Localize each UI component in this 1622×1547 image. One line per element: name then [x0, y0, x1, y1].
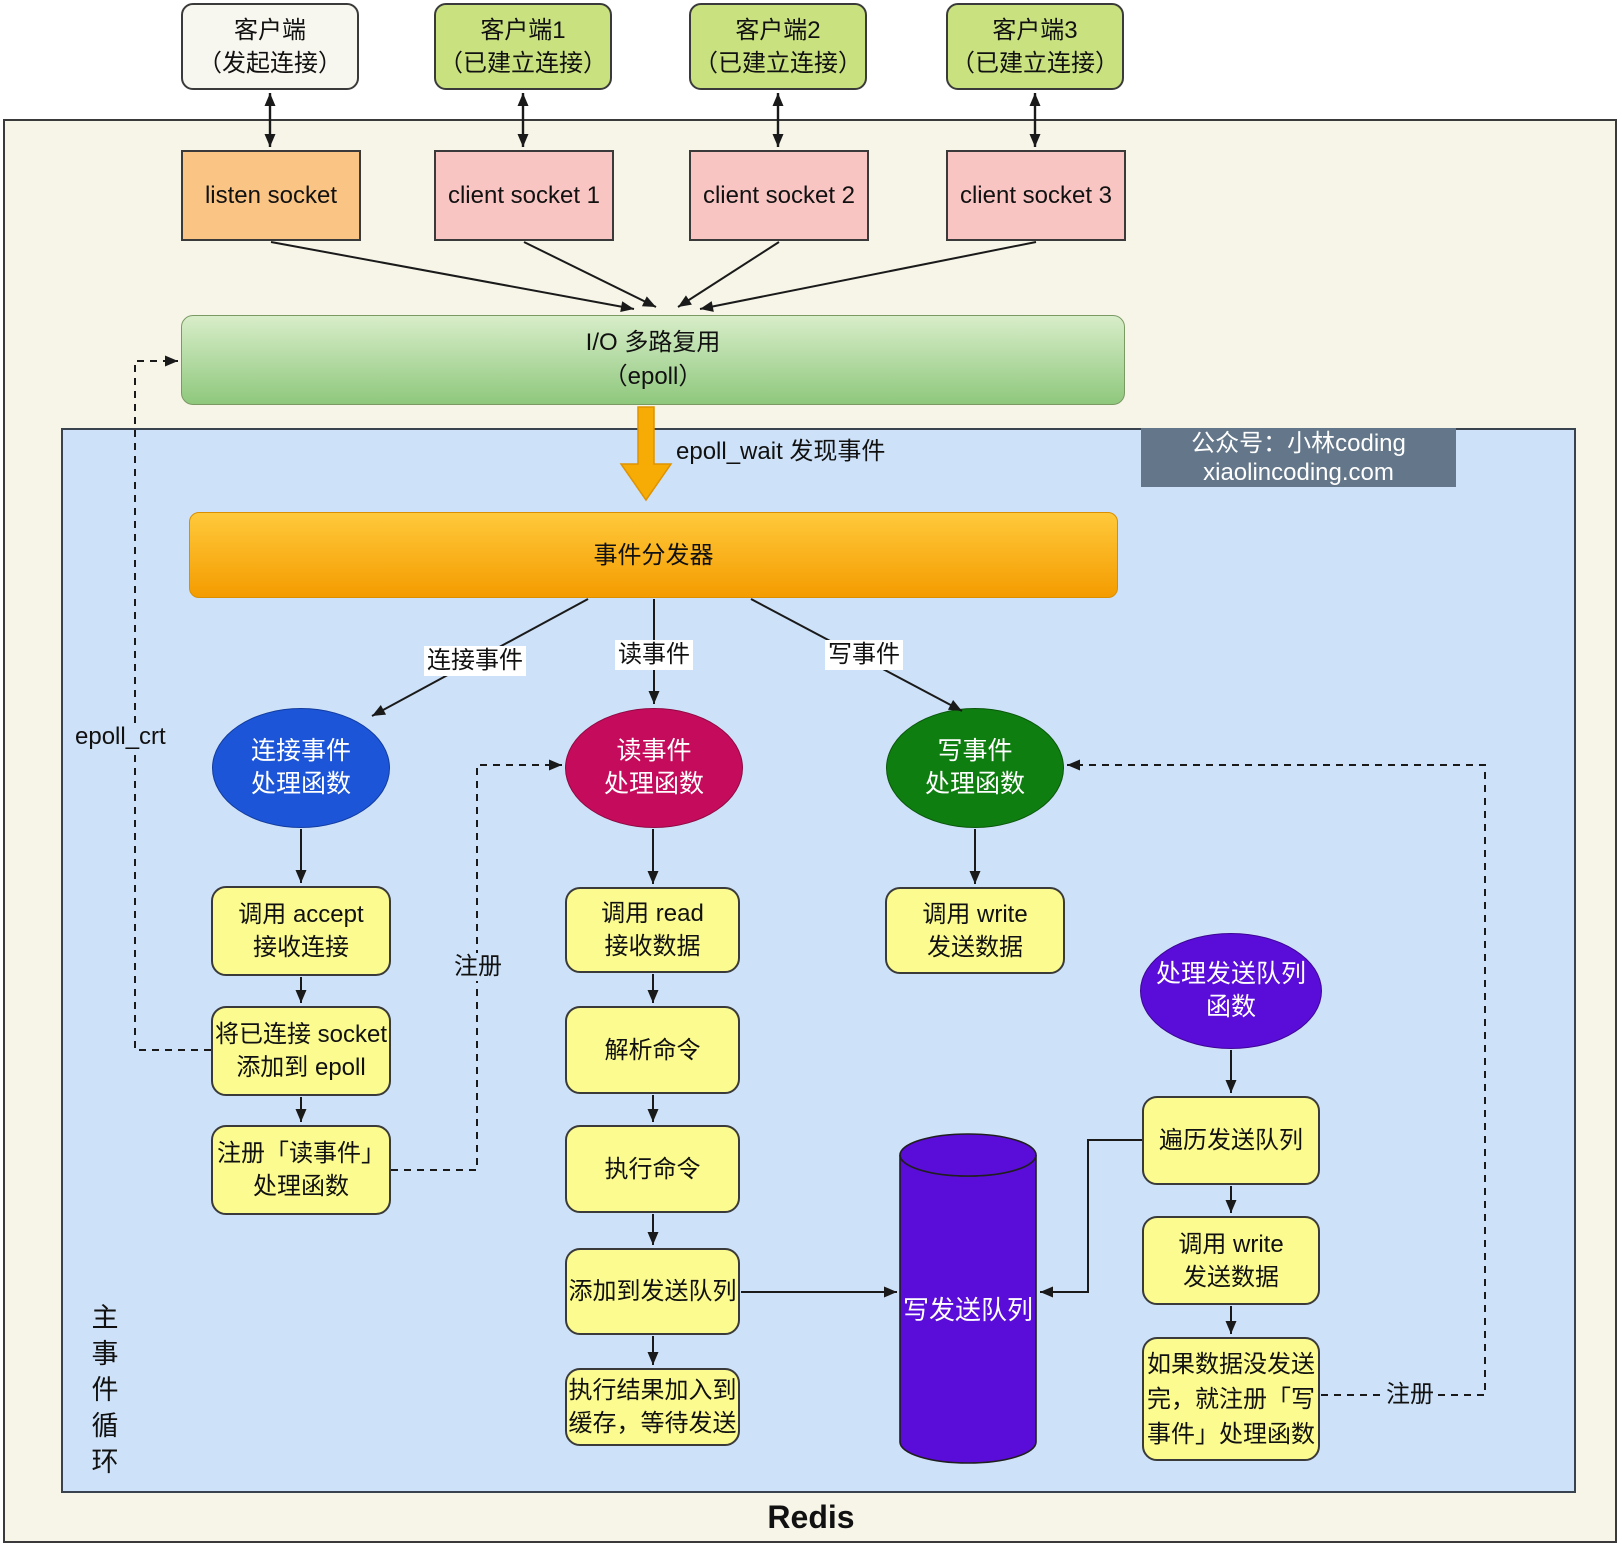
step-result-to-buffer: 执行结果加入到 缓存，等待发送 [565, 1368, 740, 1446]
client-socket-1-box: client socket 1 [434, 150, 614, 241]
client-box-3: 客户端3 （已建立连接） [946, 3, 1124, 90]
write-event-handler-ellipse: 写事件 处理函数 [886, 708, 1064, 828]
event-dispatcher-box: 事件分发器 [189, 512, 1118, 598]
epoll-crt-label: epoll_crt [73, 723, 168, 751]
dashed-register-paths [134, 355, 1486, 1396]
step-register-read-handler: 注册「读事件」 处理函数 [211, 1125, 391, 1215]
client-box-initiating: 客户端 （发起连接） [181, 3, 359, 90]
watermark-line2: xiaolincoding.com [1203, 458, 1394, 486]
listen-socket-box: listen socket [181, 150, 361, 241]
chain-arrows [295, 829, 1237, 1365]
step-add-to-send-queue: 添加到发送队列 [565, 1248, 740, 1335]
io-multiplexing-box: I/O 多路复用 （epoll） [181, 315, 1125, 405]
step-parse-command: 解析命令 [565, 1006, 740, 1094]
client-socket-2-box: client socket 2 [689, 150, 869, 241]
client-socket-arrows [264, 93, 1041, 147]
write-event-label: 写事件 [825, 640, 903, 670]
cylinder-label: 写发送队列 [902, 1295, 1033, 1325]
connect-event-label: 连接事件 [424, 646, 526, 676]
client-socket-3-box: client socket 3 [946, 150, 1126, 241]
step-call-write: 调用 write 发送数据 [885, 887, 1065, 974]
step-call-write-send: 调用 write 发送数据 [1142, 1216, 1320, 1305]
watermark: 公众号：小林coding xiaolincoding.com [1141, 428, 1456, 487]
register-read-label: 注册 [452, 953, 504, 981]
connect-event-handler-ellipse: 连接事件 处理函数 [212, 708, 390, 828]
read-event-handler-ellipse: 读事件 处理函数 [565, 708, 743, 828]
redis-label: Redis [767, 1499, 855, 1535]
step-call-read: 调用 read 接收数据 [565, 887, 740, 973]
client-box-1: 客户端1 （已建立连接） [434, 3, 612, 90]
cylinder-arrows [741, 1139, 1142, 1298]
step-traverse-send-queue: 遍历发送队列 [1142, 1096, 1320, 1185]
main-loop-label: 主事件循环 [91, 1303, 119, 1477]
client-box-2: 客户端2 （已建立连接） [689, 3, 867, 90]
watermark-line1: 公众号：小林coding [1191, 429, 1406, 457]
step-add-socket-to-epoll: 将已连接 socket 添加到 epoll [211, 1006, 391, 1096]
step-execute-command: 执行命令 [565, 1125, 740, 1213]
send-queue-handler-ellipse: 处理发送队列 函数 [1140, 933, 1322, 1049]
send-queue-cylinder [899, 1133, 1037, 1464]
step-call-accept: 调用 accept 接收连接 [211, 886, 391, 976]
step-register-write-handler: 如果数据没发送 完，就注册「写 事件」处理函数 [1142, 1337, 1320, 1461]
epoll-wait-label: epoll_wait 发现事件 [676, 438, 886, 465]
epoll-wait-fat-arrow [619, 406, 673, 502]
socket-to-io-arrows [270, 241, 1037, 313]
read-event-label: 读事件 [615, 640, 693, 670]
register-write-label: 注册 [1384, 1381, 1436, 1409]
